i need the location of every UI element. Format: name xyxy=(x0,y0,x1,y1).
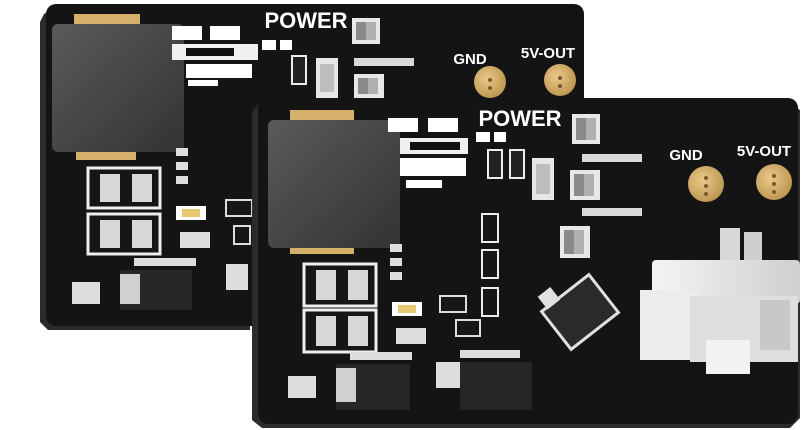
front-headers xyxy=(560,114,642,258)
back-passive-components xyxy=(172,26,338,98)
front-board: POWER GND 5V-OUT xyxy=(252,98,800,428)
back-title-label: POWER xyxy=(264,8,347,33)
back-inductor xyxy=(52,14,184,160)
front-title-label: POWER xyxy=(478,106,561,131)
back-left-components xyxy=(72,148,253,310)
back-headers xyxy=(352,18,414,98)
front-inductor xyxy=(268,110,400,254)
front-passive-components xyxy=(388,118,554,200)
front-resistor-column xyxy=(439,213,499,337)
back-5v-label: 5V-OUT xyxy=(521,45,575,62)
front-gnd-label: GND xyxy=(669,147,703,164)
front-jst-connector xyxy=(640,228,800,374)
front-5v-label: 5V-OUT xyxy=(737,143,791,160)
front-angled-ic xyxy=(537,272,621,352)
front-left-components xyxy=(288,244,532,410)
back-gnd-label: GND xyxy=(453,51,487,68)
